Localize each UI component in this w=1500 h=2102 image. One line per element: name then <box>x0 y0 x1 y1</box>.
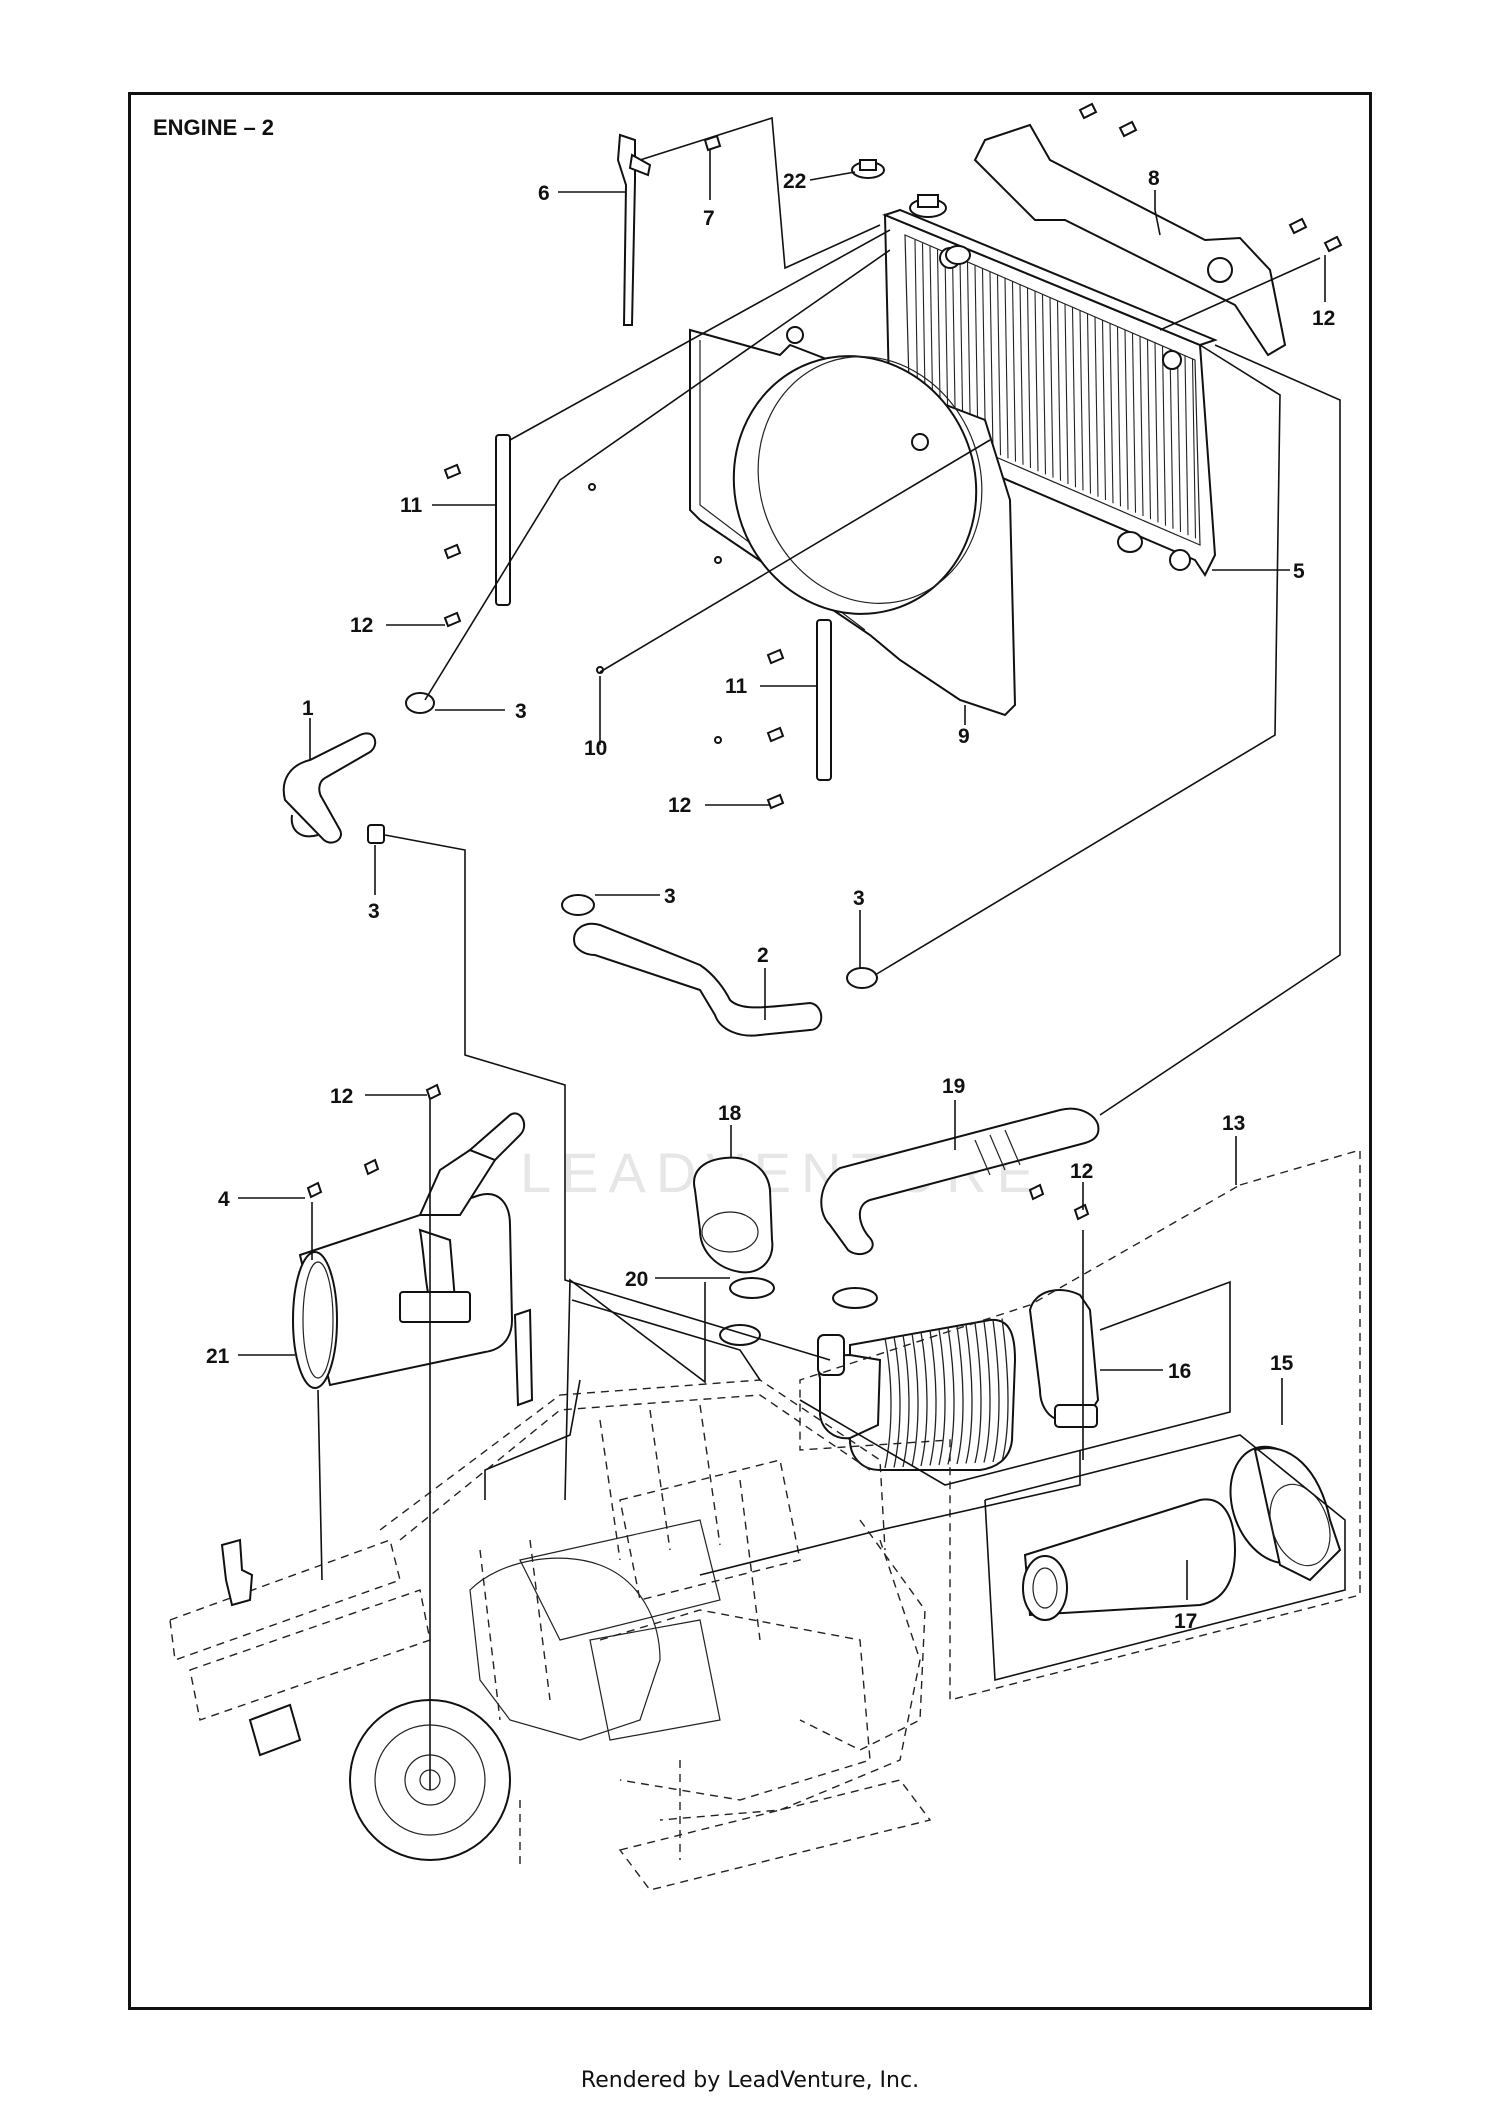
bracket-right-part[interactable] <box>816 619 832 781</box>
callout-10: 10 <box>584 737 607 760</box>
radiator-bracket-part[interactable] <box>973 123 1287 357</box>
callout-4: 4 <box>218 1188 230 1211</box>
callout-3-left: 3 <box>368 900 380 923</box>
air-cleaner-band-part[interactable] <box>1028 1289 1100 1428</box>
radiator-cap-part[interactable] <box>851 159 947 218</box>
callout-3-upper: 3 <box>515 700 527 723</box>
lower-hose-part[interactable] <box>573 922 823 1037</box>
callout-9: 9 <box>958 725 970 748</box>
callout-5: 5 <box>1293 560 1305 583</box>
callout-11-left: 11 <box>400 494 423 517</box>
callout-3-right: 3 <box>853 887 865 910</box>
callout-12-muffler: 12 <box>330 1085 353 1108</box>
callout-2: 2 <box>757 944 769 967</box>
callout-17: 17 <box>1174 1610 1197 1633</box>
hose-clamps[interactable] <box>367 692 878 989</box>
leader-lines <box>238 116 1361 1790</box>
engine-assembly-outline <box>169 1379 932 1891</box>
callout-15: 15 <box>1270 1352 1294 1375</box>
callout-1: 1 <box>302 697 314 720</box>
callout-13: 13 <box>1222 1112 1245 1135</box>
callout-18: 18 <box>718 1102 742 1125</box>
air-intake-hose-part[interactable] <box>820 1107 1100 1256</box>
mount-bracket-left <box>220 1308 534 1757</box>
air-cleaner-ribs <box>884 1318 1009 1469</box>
callout-7: 7 <box>703 207 715 230</box>
callout-12-top-right: 12 <box>1312 307 1335 330</box>
callout-11-right: 11 <box>725 675 748 698</box>
upper-hose-part[interactable] <box>282 732 377 844</box>
footer-credit: Rendered by LeadVenture, Inc. <box>580 2068 920 2093</box>
muffler-part[interactable] <box>292 1112 526 1389</box>
callout-16: 16 <box>1168 1360 1191 1383</box>
bolt-group-top[interactable] <box>1078 102 1343 253</box>
muffler-bolts[interactable] <box>306 1083 1090 1221</box>
diagram-title: ENGINE – 2 <box>153 115 275 140</box>
radiator-part[interactable] <box>882 208 1218 577</box>
bracket-left-part[interactable] <box>495 434 511 606</box>
air-cleaner-cover-part[interactable] <box>1215 1434 1342 1582</box>
diagram-frame: ENGINE – 2 <box>128 92 1372 2010</box>
callout-labels: 6 7 22 8 12 11 12 5 1 3 10 11 9 12 3 3 3… <box>206 167 1335 1633</box>
callout-19: 19 <box>942 1075 965 1098</box>
elbow-hose-part[interactable] <box>693 1156 774 1274</box>
small-bolts[interactable] <box>443 463 785 810</box>
overflow-tube-part[interactable] <box>616 133 652 326</box>
callout-12-left: 12 <box>350 614 373 637</box>
air-hose-clamps[interactable] <box>719 1277 878 1346</box>
callout-12-center: 12 <box>668 794 691 817</box>
air-cleaner-body-part[interactable] <box>817 1318 1017 1471</box>
callout-20: 20 <box>625 1268 648 1291</box>
radiator-fins <box>914 239 1197 539</box>
callout-22: 22 <box>783 170 806 193</box>
callout-6: 6 <box>538 182 550 205</box>
callout-21: 21 <box>206 1345 230 1368</box>
filter-element-part[interactable] <box>1022 1498 1237 1621</box>
callout-8: 8 <box>1148 167 1160 190</box>
callout-3-mid: 3 <box>664 885 676 908</box>
callout-12-air-cleaner: 12 <box>1070 1160 1093 1183</box>
